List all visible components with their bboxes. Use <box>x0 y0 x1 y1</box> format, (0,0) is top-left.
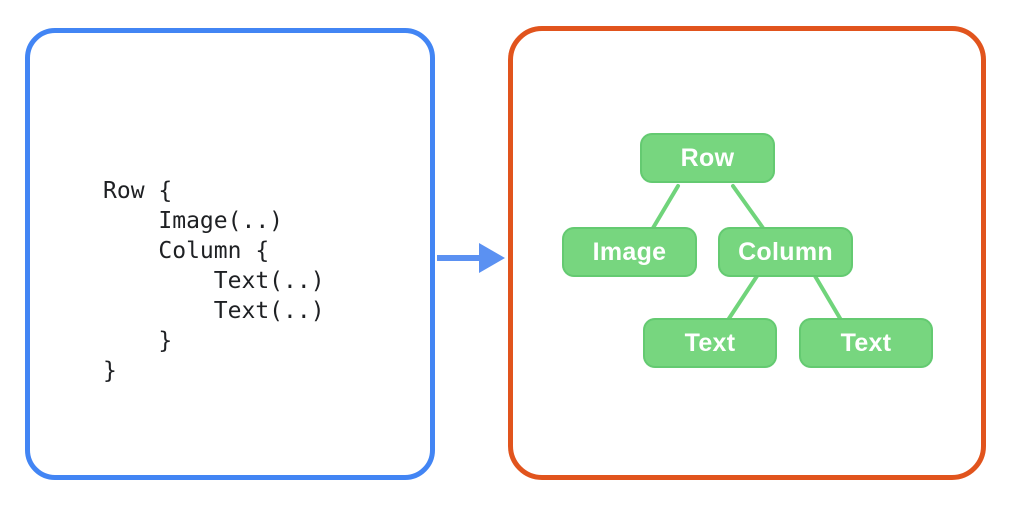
edge-row-image <box>651 184 680 230</box>
code-line: Column { <box>103 238 270 264</box>
code-line: Text(..) <box>103 268 325 294</box>
tree-node-row: Row <box>640 133 775 183</box>
code-line: } <box>103 358 117 384</box>
tree-node-text-left: Text <box>643 318 777 368</box>
tree-node-image: Image <box>562 227 697 277</box>
arrow-head-icon <box>479 243 505 273</box>
code-line: Image(..) <box>103 208 284 234</box>
code-block: Row { Image(..) Column { Text(..) Text(.… <box>103 176 325 386</box>
edge-row-column <box>731 184 765 230</box>
edge-column-text2 <box>813 274 843 322</box>
tree-node-column: Column <box>718 227 853 277</box>
code-line: } <box>103 328 173 354</box>
code-line: Row { <box>103 178 173 204</box>
edge-column-text1 <box>726 274 759 322</box>
code-line: Text(..) <box>103 298 325 324</box>
tree-node-text-right: Text <box>799 318 933 368</box>
code-panel <box>25 28 435 480</box>
